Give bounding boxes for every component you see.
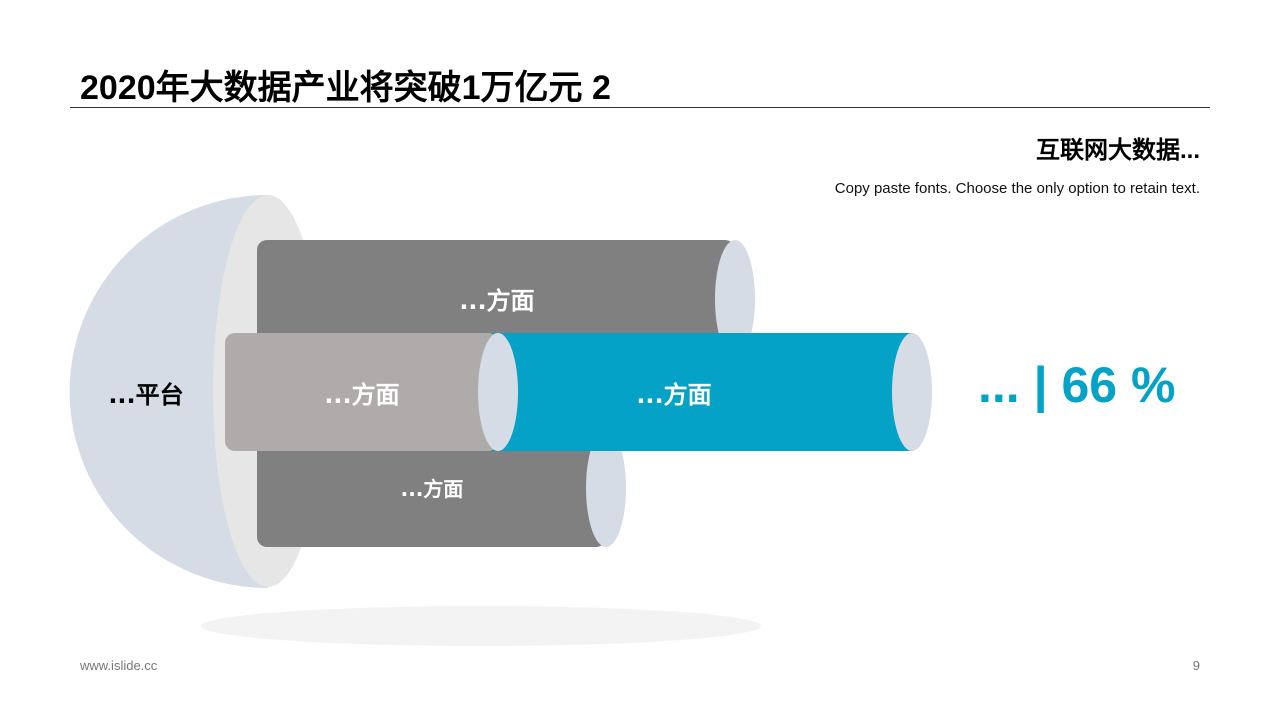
hemisphere bbox=[69, 195, 268, 588]
cylinder-bottom-label: ...方面 bbox=[401, 477, 464, 501]
title-divider bbox=[70, 107, 1210, 108]
cylinder-light bbox=[225, 333, 518, 451]
stat-value: ... | 66 % bbox=[978, 357, 1176, 413]
floor-shadow bbox=[201, 606, 761, 646]
description: Copy paste fonts. Choose the only option… bbox=[834, 180, 1200, 197]
cylinder-top bbox=[257, 240, 755, 358]
subheading: 互联网大数据... bbox=[1035, 137, 1200, 164]
cylinder-accent bbox=[490, 333, 932, 451]
page-number: 9 bbox=[1192, 658, 1200, 673]
cylinder-top-label: ...方面 bbox=[459, 287, 534, 315]
cylinder-bottom bbox=[257, 428, 626, 547]
platform-label: ...平台 bbox=[108, 381, 183, 409]
footer-url: www.islide.cc bbox=[80, 658, 158, 673]
page-title: 2020年大数据产业将突破1万亿元 2 bbox=[80, 69, 611, 107]
cylinder-light-label: ...方面 bbox=[324, 381, 399, 409]
cylinder-accent-label: ...方面 bbox=[636, 381, 711, 409]
